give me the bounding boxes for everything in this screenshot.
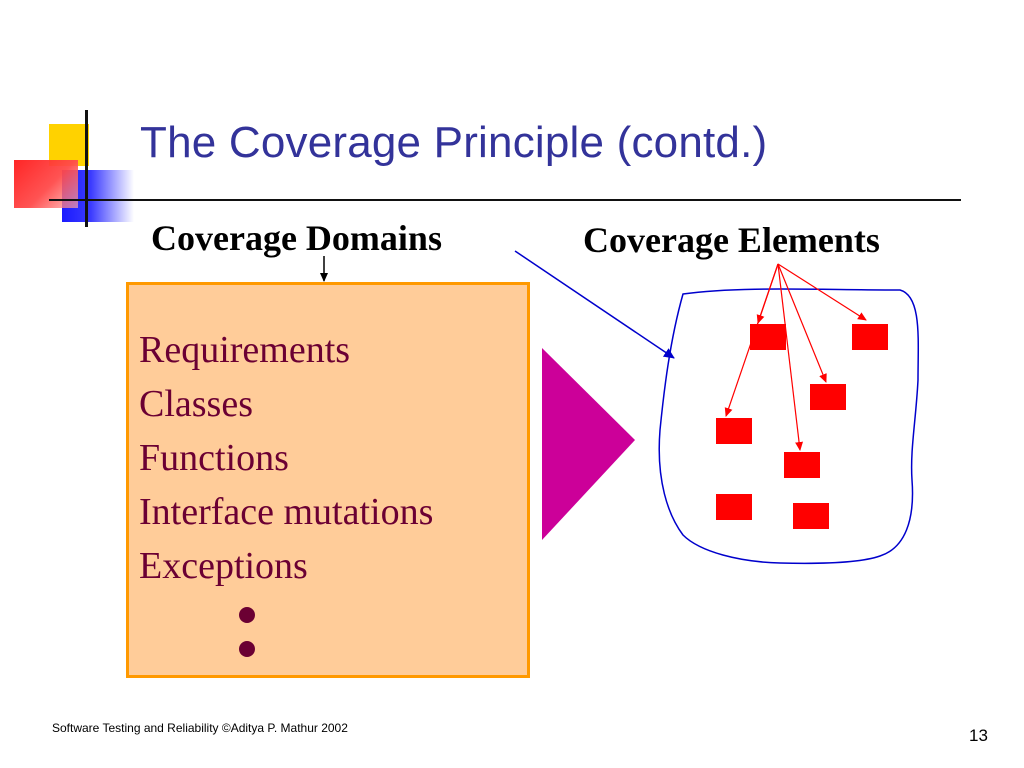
coverage-elements-outline [658, 288, 920, 565]
coverage-element-square [750, 324, 786, 350]
coverage-element-square [716, 494, 752, 520]
element-pointer-arrow [724, 263, 779, 417]
decorative-vertical-line [85, 110, 88, 227]
domain-item-classes: Classes [139, 383, 253, 425]
slide-title: The Coverage Principle (contd.) [140, 118, 768, 167]
decorative-yellow-square [49, 124, 89, 166]
continuation-dot [239, 641, 255, 657]
page-number: 13 [969, 726, 988, 745]
domain-item-interface-mutations: Interface mutations [139, 491, 434, 533]
coverage-element-square [784, 452, 820, 478]
coverage-elements-heading: Coverage Elements [583, 220, 880, 260]
domain-item-exceptions: Exceptions [139, 545, 308, 587]
domain-item-requirements: Requirements [139, 329, 351, 371]
coverage-domains-box: Requirements Classes Functions Interface… [126, 282, 530, 678]
element-pointer-arrow [777, 263, 867, 321]
coverage-element-square [793, 503, 829, 529]
continuation-dot [239, 607, 255, 623]
transform-triangle [542, 348, 635, 540]
coverage-domains-list: Requirements Classes Functions Interface… [139, 323, 433, 593]
title-underline [49, 199, 961, 201]
domain-item-functions: Functions [139, 437, 289, 479]
element-pointer-arrow [777, 263, 804, 451]
coverage-element-square [852, 324, 888, 350]
mapping-arrow [514, 250, 675, 359]
coverage-element-square [810, 384, 846, 410]
element-pointer-arrow [777, 263, 827, 383]
coverage-domains-heading: Coverage Domains [151, 218, 442, 258]
coverage-element-square [716, 418, 752, 444]
slide-footer: Software Testing and Reliability ©Aditya… [52, 721, 348, 735]
